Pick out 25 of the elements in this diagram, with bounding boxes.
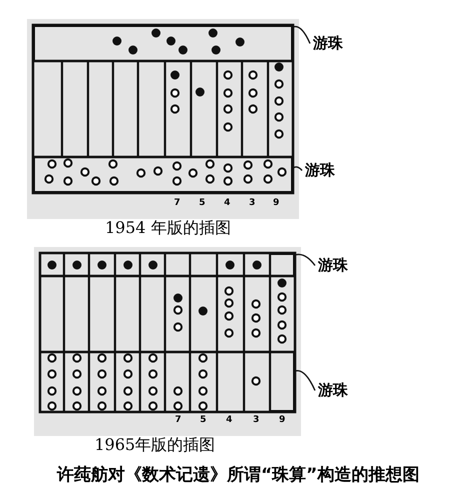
bead-label: 游珠 <box>318 258 348 273</box>
leader-line <box>292 166 303 171</box>
column-digit: 9 <box>273 199 280 208</box>
column-digit: 9 <box>279 416 286 425</box>
column-digit: 7 <box>175 416 182 425</box>
leader-line <box>294 370 316 391</box>
bead-band <box>33 25 293 62</box>
leader-line <box>294 254 316 266</box>
column-digit: 4 <box>224 199 230 208</box>
column-digit: 5 <box>199 199 206 208</box>
bead-cell <box>269 351 295 412</box>
caption: 许莼舫对《数术记遗》所谓“珠算”构造的推想图 <box>57 467 420 484</box>
leader-line <box>292 26 311 44</box>
bead-label: 游珠 <box>313 36 343 51</box>
column-digit: 5 <box>200 416 206 425</box>
bead-label: 游珠 <box>318 383 348 398</box>
column-digit: 7 <box>174 199 180 208</box>
column-digit: 3 <box>253 416 260 425</box>
bead-label: 游珠 <box>305 163 335 178</box>
figure-caption: 1954 年版的插图 <box>105 220 231 236</box>
column-digit: 3 <box>249 199 256 208</box>
bead-band <box>33 156 293 193</box>
column-digit: 4 <box>226 416 232 425</box>
figure-caption: 1965年版的插图 <box>94 437 216 453</box>
bead-cell <box>269 253 295 277</box>
